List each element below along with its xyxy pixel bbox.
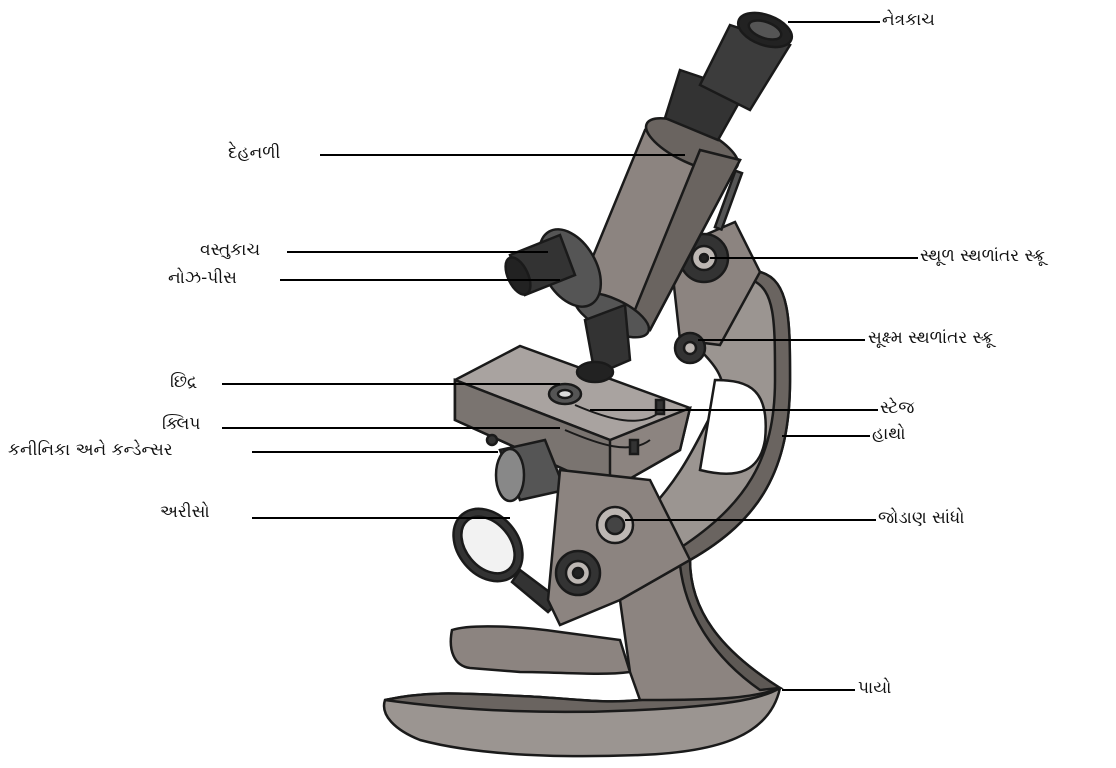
label-fine-adjustment: સૂક્ષ્મ સ્થળાંતર સ્ક્રૂ [868,328,993,348]
label-aperture: છિદ્ર [170,372,197,392]
mirror [439,495,560,612]
label-objective: વસ્તુકાચ [200,240,260,260]
label-stage: સ્ટેજ [880,398,914,418]
stage [455,346,690,490]
label-base: પાયો [858,678,891,698]
label-clip: ક્લિપ [162,414,200,434]
label-joint: જોડાણ સાંધો [878,508,964,528]
label-nosepiece: નોઝ-પીસ [168,268,237,288]
label-coarse-adjustment: સ્થૂળ સ્થળાંતર સ્ક્રૂ [920,246,1045,266]
label-body-tube: દેહનળી [228,143,280,163]
label-diaphragm-condenser: કનીનિકા અને કન્ડેન્સર [8,440,173,460]
label-arm: હાથો [872,424,906,444]
eyepiece [665,6,796,140]
label-mirror: અરીસો [160,502,210,522]
label-eyepiece: નેત્રકાચ [882,10,935,30]
